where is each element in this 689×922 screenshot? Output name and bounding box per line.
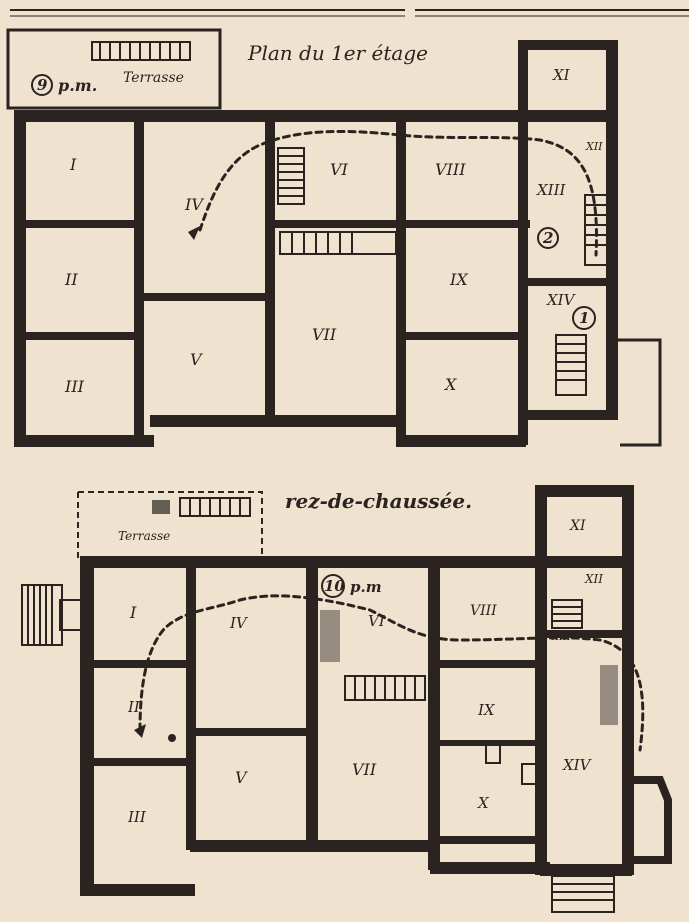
upper-floor-plan: Plan du 1er étage 9 p.m. Terrasse 2 1 I …: [6, 28, 662, 447]
upper-time-marker: 9 p.m.: [31, 74, 97, 96]
upper-room-xiv: XIV: [546, 291, 577, 309]
upper-terrace-label: Terrasse: [123, 70, 184, 86]
upper-room-ii: II: [64, 270, 78, 289]
ground-entrance-stairs: [21, 584, 83, 646]
upper-stop-2: 2: [537, 227, 559, 249]
upper-room-ix: IX: [449, 270, 468, 289]
upper-route-path: [198, 129, 598, 257]
upper-room-x: X: [443, 375, 457, 394]
upper-floor-title: Plan du 1er étage: [247, 41, 428, 65]
ground-floor-plan: rez-de-chaussée. Terrasse 10 p.m I II II…: [21, 485, 672, 913]
ground-bottom-stairs: [551, 875, 615, 913]
ground-room-ii: II: [127, 698, 141, 716]
ground-room-ix: IX: [477, 701, 496, 719]
upper-room-xiii: XIII: [536, 181, 567, 199]
ground-room-iii: III: [127, 808, 147, 826]
upper-stairs-vi: [277, 147, 305, 205]
ground-stairs-ix: [485, 744, 537, 785]
ground-room-xiv: XIV: [562, 756, 593, 774]
upper-terrace-railing: [91, 41, 191, 61]
upper-room-v: V: [190, 350, 203, 369]
upper-room-vii: VII: [312, 325, 337, 344]
upper-time-number: 9: [37, 76, 48, 94]
ground-route-path: [138, 594, 645, 752]
upper-room-xi: XI: [552, 66, 571, 84]
upper-time-suffix: p.m.: [58, 76, 97, 95]
ground-room-vi: VI: [368, 612, 386, 630]
ground-terrace-label: Terrasse: [118, 529, 170, 543]
ground-room-vii: VII: [352, 760, 377, 779]
ground-stair-block: [320, 610, 340, 662]
ground-time-number: 10: [324, 577, 345, 595]
ground-room-viii: VIII: [470, 603, 497, 619]
upper-stop-1: 1: [572, 306, 596, 330]
ground-stairs-xii: [551, 599, 583, 629]
upper-stop-1-number: 1: [579, 309, 589, 327]
ground-route-dot-icon: [168, 734, 176, 742]
upper-room-vi: VI: [330, 160, 349, 179]
ground-stairs-vii: [344, 675, 426, 701]
upper-room-iv: IV: [184, 195, 204, 214]
ground-room-iv: IV: [229, 614, 249, 632]
ground-room-x: X: [477, 794, 490, 812]
upper-room-iii: III: [64, 377, 85, 396]
upper-room-xii: XII: [585, 140, 603, 153]
ground-floor-title: rez-de-chaussée.: [285, 489, 472, 513]
upper-stairs-xiv: [555, 334, 587, 396]
upper-stop-2-number: 2: [542, 229, 553, 247]
ground-route-start-icon: [134, 724, 146, 738]
ground-room-xii: XII: [584, 572, 603, 586]
ground-room-xi: XI: [569, 518, 586, 534]
ground-stair-block-right: [600, 665, 618, 725]
ground-time-suffix: p.m: [350, 578, 382, 596]
upper-route-start-icon: [188, 226, 200, 240]
ground-room-xiii: XIII: [551, 632, 572, 643]
upper-room-i: I: [69, 155, 77, 174]
ground-room-v: V: [235, 768, 248, 787]
upper-stairs-vii: [279, 231, 397, 255]
ground-terrace-railing: [152, 497, 251, 517]
upper-room-viii: VIII: [435, 160, 466, 179]
ground-time-marker: 10 p.m: [321, 574, 382, 598]
ground-room-i: I: [129, 603, 137, 622]
